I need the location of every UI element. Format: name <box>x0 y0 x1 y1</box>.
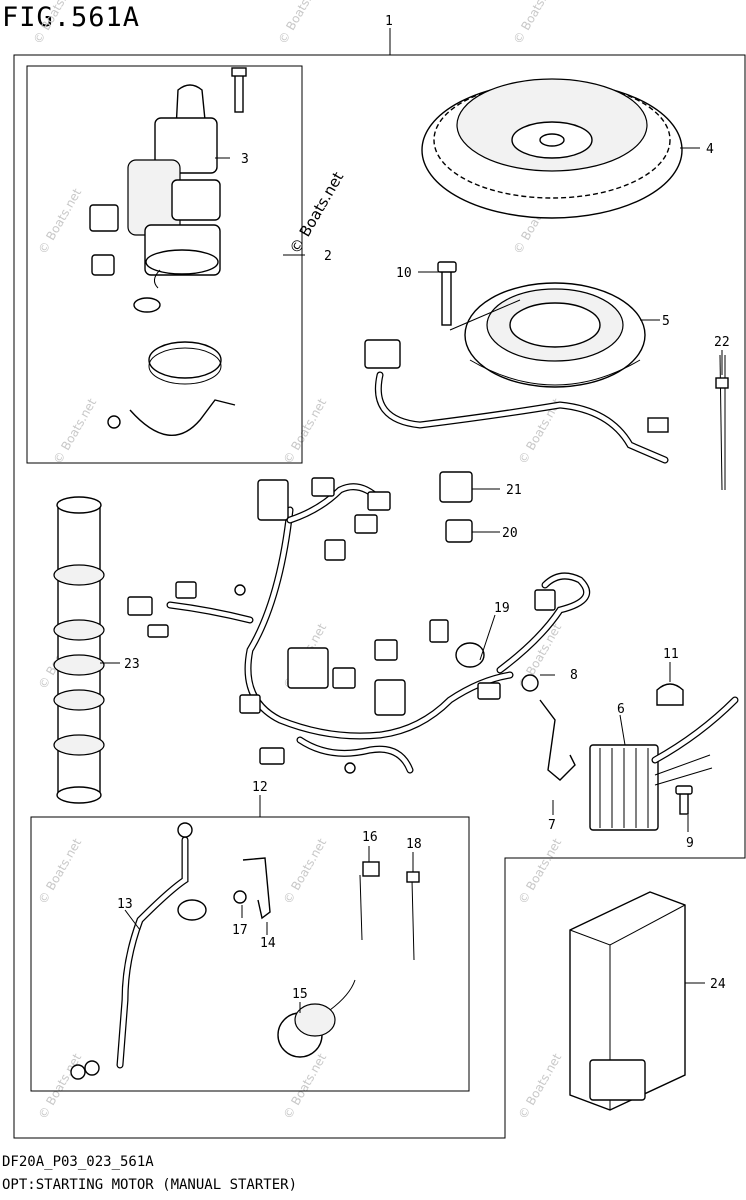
camshaft-part <box>53 496 105 804</box>
stator-part <box>464 282 646 388</box>
figure-code: DF20A_P03_023_561A <box>2 1154 154 1170</box>
cable-tie-part <box>411 879 415 961</box>
callout-7: 7 <box>548 818 556 833</box>
watermark: © Boats.net <box>280 396 329 467</box>
callout-3: 3 <box>241 152 249 167</box>
washer-part <box>133 297 161 313</box>
relay-part <box>91 254 115 276</box>
watermark: © Boats.net <box>515 836 564 907</box>
callout-1: 1 <box>385 14 393 29</box>
connector-part <box>647 417 669 433</box>
callout-19: 19 <box>494 601 510 616</box>
figure-caption: OPT:STARTING MOTOR (MANUAL STARTER) <box>2 1177 298 1193</box>
bracket-part <box>539 699 576 781</box>
callout-8: 8 <box>570 668 578 683</box>
callout-4: 4 <box>706 142 714 157</box>
strap-bracket-part <box>129 399 236 436</box>
screw-part <box>521 674 539 692</box>
screw-part <box>233 890 247 904</box>
watermark: © Boats.net <box>510 0 559 46</box>
regulator-part <box>589 696 739 831</box>
relay-part <box>89 204 119 232</box>
callout-18: 18 <box>406 837 422 852</box>
leader-lines <box>100 28 723 1013</box>
figure-title: FIG.561A <box>2 2 141 33</box>
watermark: © Boats.net <box>35 836 84 907</box>
callout-14: 14 <box>260 936 276 951</box>
callout-23: 23 <box>124 657 140 672</box>
callout-labels: 1 2 3 4 5 6 7 8 9 10 11 12 13 14 15 16 1… <box>117 14 730 1002</box>
watermark: © Boats.net <box>35 1051 84 1122</box>
watermark: © Boats.net <box>35 186 84 257</box>
callout-5: 5 <box>662 314 670 329</box>
callout-24: 24 <box>710 977 726 992</box>
bracket-part <box>242 857 271 920</box>
callout-13: 13 <box>117 897 133 912</box>
band-ring-part <box>148 341 222 379</box>
connector-part <box>364 339 401 369</box>
callout-9: 9 <box>686 836 694 851</box>
callout-6: 6 <box>617 702 625 717</box>
starter-motor-part <box>127 67 247 289</box>
bolt-part <box>441 269 452 326</box>
callout-10: 10 <box>396 266 412 281</box>
relay-part <box>445 519 473 543</box>
callout-12: 12 <box>252 780 268 795</box>
ecm-part <box>569 891 686 1111</box>
starter-motor-box <box>26 65 303 464</box>
assembly-frame <box>13 54 746 1139</box>
watermark: © Boats.net <box>280 836 329 907</box>
watermark: © Boats.net <box>515 1051 564 1122</box>
watermark-main: © Boats.net <box>286 169 347 257</box>
watermark: © Boats.net <box>30 0 79 46</box>
watermark: © Boats.net <box>275 0 324 46</box>
callout-11: 11 <box>663 647 679 662</box>
callout-16: 16 <box>362 830 378 845</box>
callout-20: 20 <box>502 526 518 541</box>
callout-21: 21 <box>506 483 522 498</box>
wiring-harness-part <box>127 477 591 774</box>
callout-2: 2 <box>324 249 332 264</box>
callout-15: 15 <box>292 987 308 1002</box>
relay-part <box>439 471 473 503</box>
callout-22: 22 <box>714 335 730 350</box>
watermark: © Boats.net <box>280 1051 329 1122</box>
harness-kit-box <box>30 816 470 1092</box>
watermark: © Boats.net <box>50 396 99 467</box>
cable-tie-part <box>719 354 723 491</box>
band-part <box>359 874 363 941</box>
flywheel-part <box>421 78 683 219</box>
clip-part <box>656 683 684 706</box>
callout-17: 17 <box>232 923 248 938</box>
